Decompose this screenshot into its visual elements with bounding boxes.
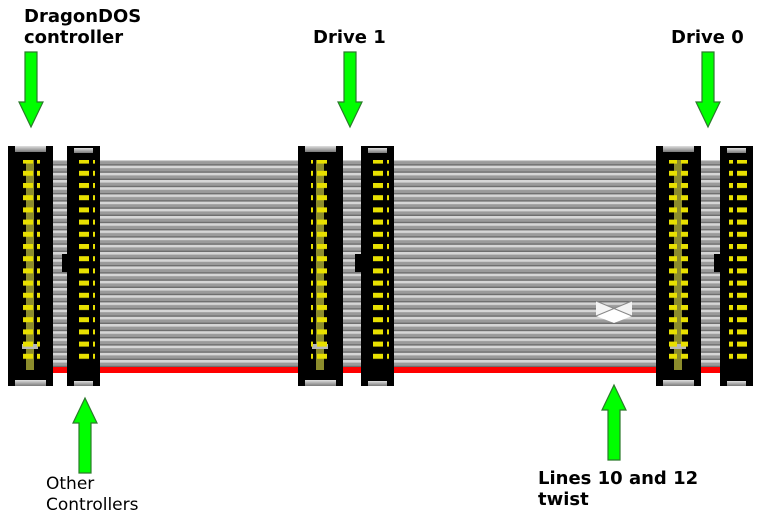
other-controllers-label-line2: Controllers	[46, 495, 139, 515]
arrow-down-dragondos	[18, 51, 44, 129]
drive1-label: Drive 1	[313, 27, 386, 48]
arrow-down-drive0	[695, 51, 721, 129]
other-controllers-label-line1: Other	[46, 474, 95, 494]
drive0-label: Drive 0	[671, 27, 744, 48]
other-controllers-connector	[67, 146, 100, 386]
drive1-socket-connector	[298, 146, 343, 386]
twist-mark	[595, 300, 633, 323]
arrow-up-twist	[601, 383, 627, 461]
dragondos-controller-connector	[8, 146, 53, 386]
drive0-plug-connector	[720, 146, 753, 386]
drive0-socket-connector	[656, 146, 701, 386]
arrow-down-drive1	[337, 51, 363, 129]
drive1-plug-connector	[361, 146, 394, 386]
arrow-up-other-controllers	[72, 396, 98, 474]
twist-label-line1: Lines 10 and 12	[538, 468, 699, 489]
dragondos-label-line2: controller	[24, 27, 124, 48]
twist-label-line2: twist	[538, 489, 589, 510]
dragondos-label-line1: DragonDOS	[24, 6, 142, 27]
